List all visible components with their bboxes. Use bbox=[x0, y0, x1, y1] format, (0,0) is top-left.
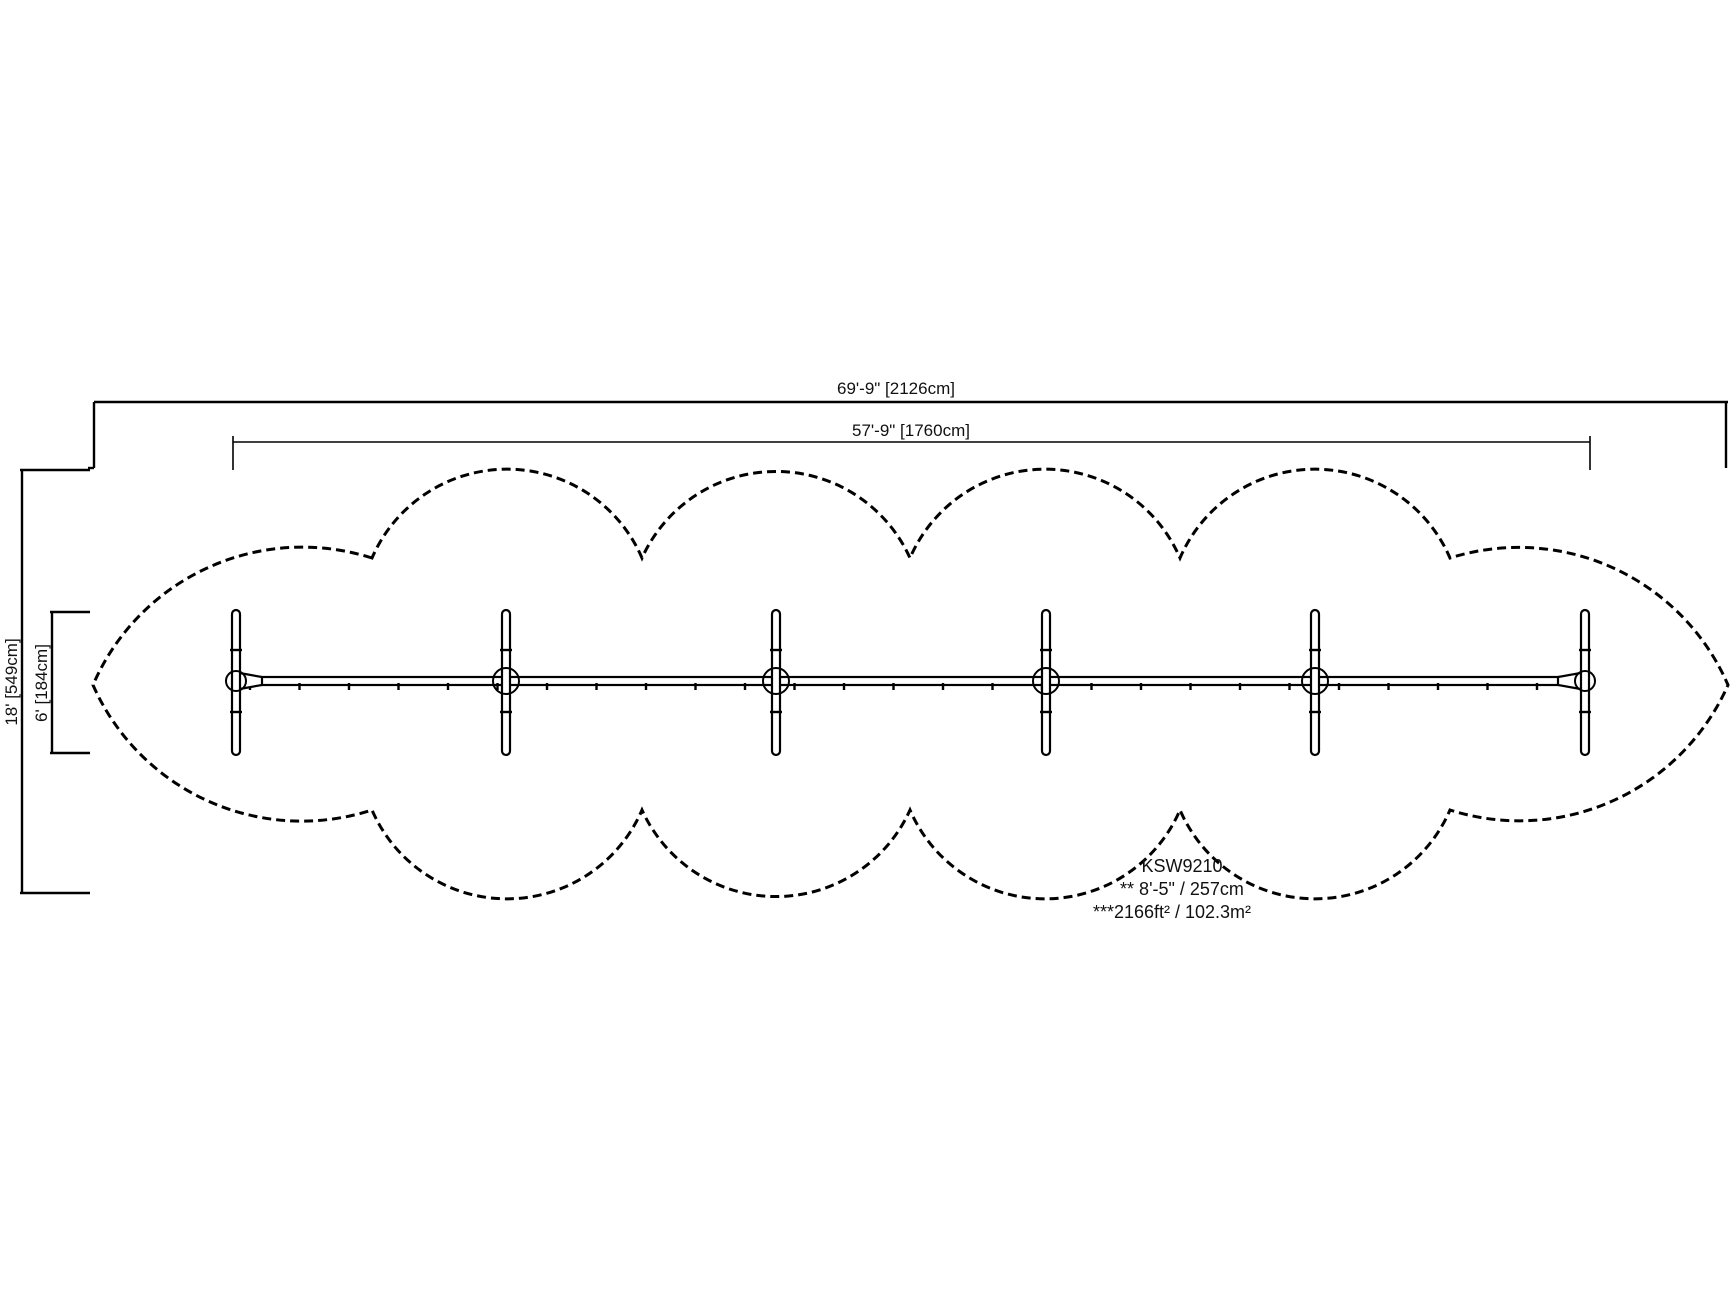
tent-height: ** 8'-5" / 257cm bbox=[1120, 879, 1244, 899]
pole-assembly-2 bbox=[492, 608, 520, 757]
pole-3 bbox=[770, 608, 782, 757]
ridge-beam-bar bbox=[238, 675, 1583, 687]
pole-width-dimension: 6' [184cm] bbox=[32, 610, 90, 755]
pole-2 bbox=[500, 608, 512, 757]
pole-6 bbox=[1579, 608, 1591, 757]
pole-assembly-4 bbox=[1032, 608, 1060, 757]
pole-4 bbox=[1040, 608, 1052, 757]
overall-length-label: 69'-9" [2126cm] bbox=[837, 379, 955, 398]
pole-1 bbox=[230, 608, 242, 757]
pole-assembly-1 bbox=[225, 608, 247, 757]
pole-assembly-5 bbox=[1301, 608, 1329, 757]
model-number: KSW9210 bbox=[1141, 856, 1222, 876]
pole-assembly-3 bbox=[762, 608, 790, 757]
pole-assembly-6 bbox=[1574, 608, 1596, 757]
pole-width-label: 6' [184cm] bbox=[32, 644, 51, 722]
overall-width-dimension: 18' [549cm] bbox=[2, 468, 90, 895]
tent-frame bbox=[225, 608, 1596, 757]
overall-length-dimension: 69'-9" [2126cm] bbox=[88, 379, 1728, 470]
ridge-beam bbox=[238, 675, 1583, 690]
spec-notes: KSW9210 ** 8'-5" / 257cm ***2166ft² / 10… bbox=[1093, 856, 1251, 922]
tent-outline bbox=[91, 467, 1730, 901]
overall-width-label: 18' [549cm] bbox=[2, 638, 21, 725]
pole-5 bbox=[1309, 608, 1321, 757]
pole-span-dimension: 57'-9" [1760cm] bbox=[232, 421, 1591, 470]
tent-area: ***2166ft² / 102.3m² bbox=[1093, 902, 1251, 922]
pole-span-label: 57'-9" [1760cm] bbox=[852, 421, 970, 440]
